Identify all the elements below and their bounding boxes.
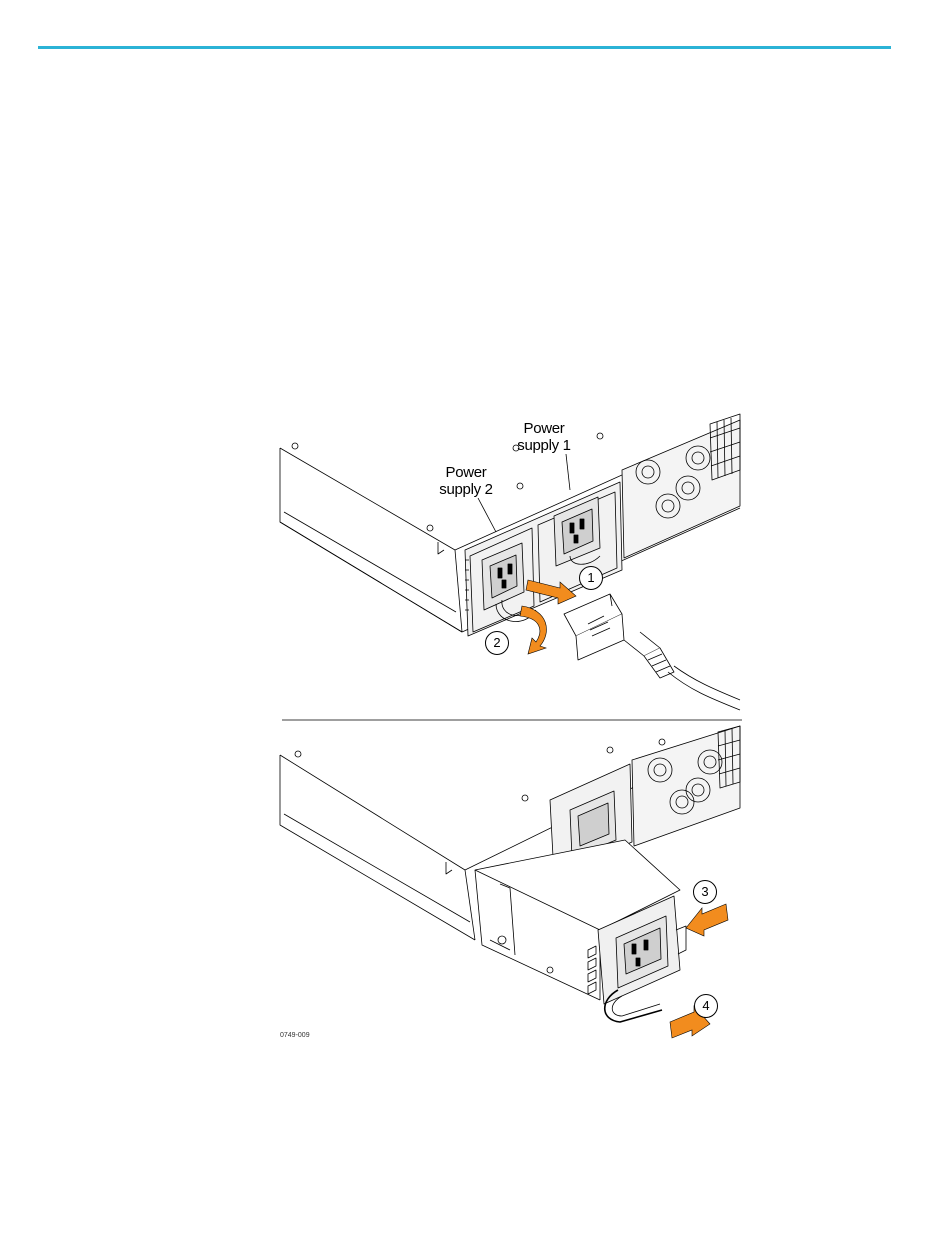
- callout-1: 1: [579, 566, 603, 590]
- callout-2: 2: [485, 631, 509, 655]
- label-power-supply-1: Power supply 1: [504, 420, 584, 454]
- header-rule: [38, 46, 891, 49]
- illustration: [270, 410, 750, 1050]
- figure-id: 0749-009: [280, 1032, 310, 1039]
- callout-4: 4: [694, 994, 718, 1018]
- label-power-supply-2: Power supply 2: [426, 464, 506, 498]
- callout-3: 3: [693, 880, 717, 904]
- power-supply-removal-figure: Power supply 1 Power supply 2 1 2 3 4 07…: [270, 410, 750, 1050]
